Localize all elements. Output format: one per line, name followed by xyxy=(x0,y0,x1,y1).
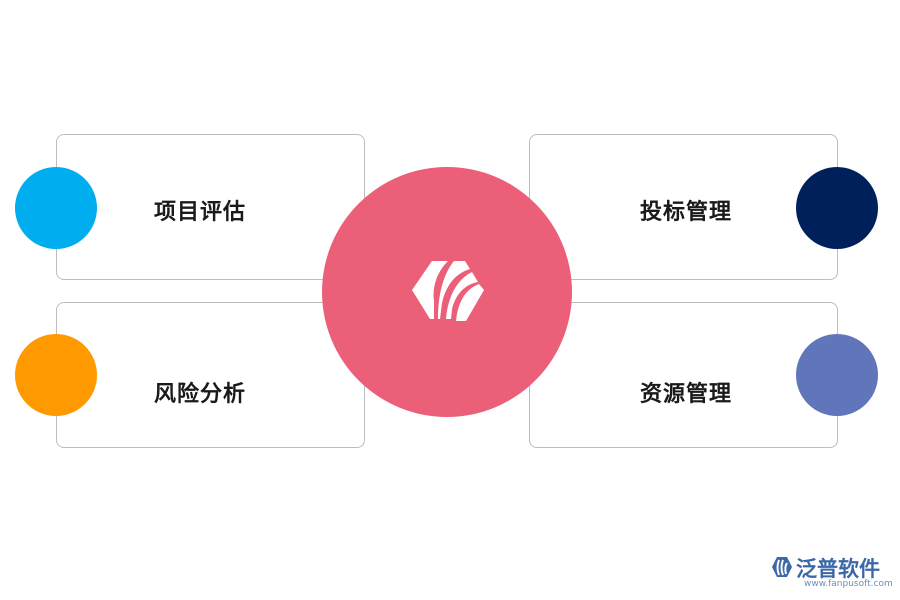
brand-watermark: 泛普软件 www.fanpusoft.com xyxy=(768,552,893,592)
dot-bid-management xyxy=(796,167,878,249)
card-resource-management xyxy=(529,302,838,448)
card-label: 风险分析 xyxy=(154,382,247,407)
dot-resource-management xyxy=(796,334,878,416)
card-label: 资源管理 xyxy=(640,382,733,407)
dot-risk-analysis xyxy=(15,334,97,416)
brand-url: www.fanpusoft.com xyxy=(804,579,893,589)
brand-name: 泛普软件 xyxy=(796,557,880,581)
brand-logo-icon xyxy=(412,261,484,321)
center-circle xyxy=(322,167,572,417)
card-risk-analysis xyxy=(56,302,365,448)
dot-project-evaluation xyxy=(15,167,97,249)
card-project-evaluation xyxy=(56,134,365,280)
card-bid-management xyxy=(529,134,838,280)
card-label: 投标管理 xyxy=(640,200,733,225)
brand-mark-icon xyxy=(772,557,792,577)
card-label: 项目评估 xyxy=(154,200,247,225)
